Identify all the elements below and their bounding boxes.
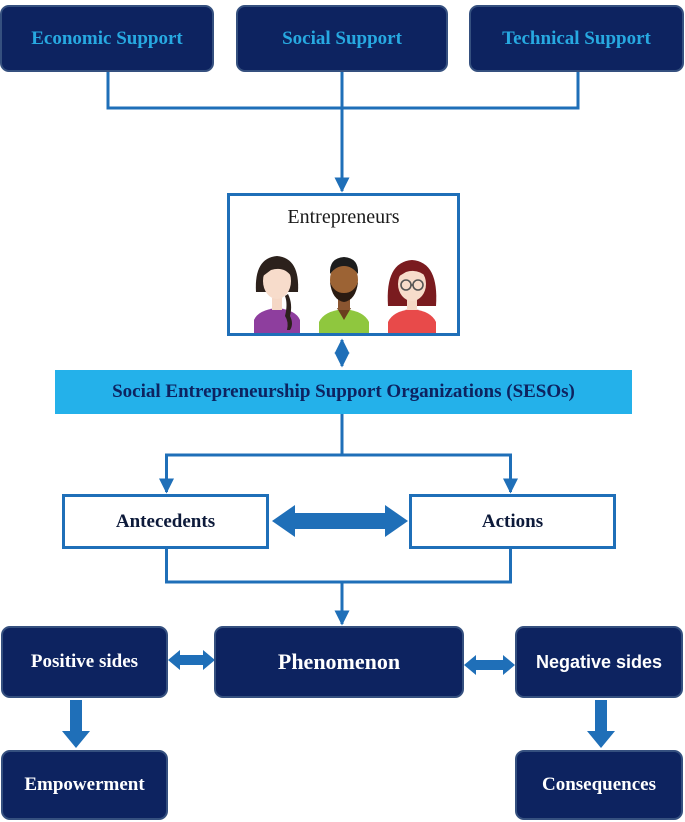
phenomenon-box: Phenomenon <box>214 626 464 698</box>
actions-label: Actions <box>481 510 544 532</box>
woman-braid-icon <box>254 256 300 333</box>
positive-sides-box: Positive sides <box>1 626 168 698</box>
empowerment-label: Empowerment <box>24 774 145 795</box>
sesos-label: Social Entrepreneurship Support Organiza… <box>112 381 575 402</box>
consequences-label: Consequences <box>541 774 656 795</box>
positive-phenomenon-double-arrow <box>168 650 215 670</box>
economic-support-label: Economic Support <box>31 27 183 49</box>
antecedents-actions-double-arrow <box>272 505 408 537</box>
entrepreneurs-title: Entrepreneurs <box>287 206 400 228</box>
man-beard-icon <box>319 257 369 333</box>
entrepreneurs-illustration <box>254 256 437 333</box>
positive-to-empowerment-arrow <box>62 700 90 748</box>
social-support-box: Social Support <box>236 5 448 72</box>
entrepreneurs-box: Entrepreneurs <box>227 193 460 336</box>
antecedents-box: Antecedents <box>62 494 269 549</box>
actions-box: Actions <box>409 494 616 549</box>
sesos-banner: Social Entrepreneurship Support Organiza… <box>55 370 632 414</box>
phenomenon-negative-double-arrow <box>464 655 515 675</box>
social-support-label: Social Support <box>282 27 402 49</box>
technical-support-label: Technical Support <box>502 27 651 49</box>
negative-to-consequences-arrow <box>587 700 615 748</box>
phenomenon-label: Phenomenon <box>277 649 401 674</box>
technical-support-box: Technical Support <box>469 5 684 72</box>
negative-sides-box: Negative sides <box>515 626 683 698</box>
sesos-branch-connector <box>159 414 518 494</box>
consequences-box: Consequences <box>515 750 683 820</box>
antecedents-label: Antecedents <box>115 510 216 532</box>
support-connector <box>106 72 580 193</box>
economic-support-box: Economic Support <box>0 5 214 72</box>
positive-sides-label: Positive sides <box>30 651 139 672</box>
woman-glasses-icon <box>387 260 437 333</box>
empowerment-box: Empowerment <box>1 750 168 820</box>
merge-connector <box>165 549 512 626</box>
negative-sides-label: Negative sides <box>535 651 663 672</box>
